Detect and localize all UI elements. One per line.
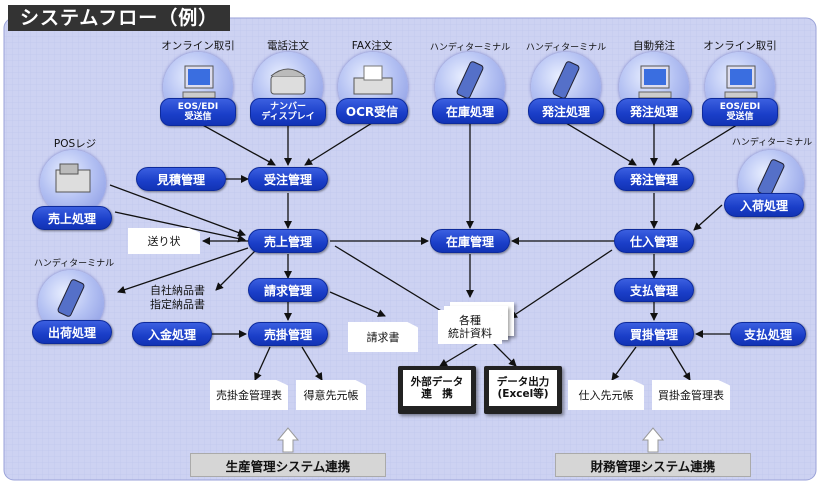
invoice-document: 請求書 xyxy=(348,322,418,352)
supplier-ledger-document: 仕入先元帳 xyxy=(568,380,644,410)
flow-arrows xyxy=(109,122,741,381)
payable-table-document: 買掛金管理表 xyxy=(652,380,730,410)
number-display-process[interactable]: ナンバー ディスプレイ xyxy=(250,98,326,126)
number-display-line2: ディスプレイ xyxy=(261,112,315,122)
estimate-mgmt-process[interactable]: 見積管理 xyxy=(136,167,226,191)
statistics-line1: 各種 xyxy=(459,314,481,327)
arrow-payable-to-table xyxy=(669,346,691,381)
arrow-receivable-to-table xyxy=(254,346,271,381)
arrow-payable-to-supplier-ledger xyxy=(611,346,637,381)
arrow-statistics-to-output xyxy=(491,341,517,367)
arrow-sales-to-statistics xyxy=(334,245,457,321)
receivable-mgmt-process[interactable]: 売掛管理 xyxy=(248,322,328,346)
label-pos-register: POSレジ xyxy=(53,138,97,150)
customer-ledger-document: 得意先元帳 xyxy=(296,380,366,410)
payment-mgmt-process[interactable]: 支払管理 xyxy=(614,278,694,302)
billing-mgmt-process[interactable]: 請求管理 xyxy=(248,278,328,302)
payment-process[interactable]: 支払処理 xyxy=(730,322,806,346)
external-data-line2: 連 携 xyxy=(421,388,453,400)
arrow-eos-to-order-receive xyxy=(198,122,276,166)
pos-register-icon xyxy=(40,150,106,216)
ocr-receive-process[interactable]: OCR受信 xyxy=(336,98,408,124)
eos-edi-right-line2: 受送信 xyxy=(726,112,754,122)
order-process-handy[interactable]: 発注処理 xyxy=(528,98,604,124)
label-online-order-left: オンライン取引 xyxy=(161,40,235,52)
arrow-eos-right-to-po xyxy=(671,122,741,166)
label-auto-order: 自動発注 xyxy=(633,40,675,52)
up-arrow-finance-icon xyxy=(641,427,665,453)
purchase-order-mgmt-process[interactable]: 発注管理 xyxy=(614,167,694,191)
number-display-line1: ナンバー xyxy=(269,102,306,112)
arrow-statistics-to-external xyxy=(439,341,481,367)
statistics-document: 各種 統計資料 xyxy=(438,310,502,344)
up-arrow-production-icon xyxy=(276,427,300,453)
label-handy-terminal-stock: ハンディターミナル xyxy=(429,43,511,53)
sales-process[interactable]: 売上処理 xyxy=(32,206,112,230)
arrow-purchase-to-statistics xyxy=(509,249,613,319)
diagram-title: システムフロー（例） xyxy=(8,5,230,31)
data-output-line1: データ出力 xyxy=(496,376,550,388)
label-handy-terminal-order: ハンディターミナル xyxy=(525,43,607,53)
external-data-monitor-icon: 外部データ 連 携 xyxy=(398,366,476,414)
arrow-handy-order-to-po xyxy=(565,122,637,166)
data-output-screen: データ出力 (Excel等) xyxy=(489,370,557,406)
eos-edi-right-process[interactable]: EOS/EDI 受送信 xyxy=(702,98,778,126)
purchase-mgmt-process[interactable]: 仕入管理 xyxy=(614,229,694,253)
payable-mgmt-process[interactable]: 買掛管理 xyxy=(614,322,694,346)
shipping-process[interactable]: 出荷処理 xyxy=(32,320,112,344)
label-phone-order: 電話注文 xyxy=(267,40,309,52)
data-output-line2: (Excel等) xyxy=(497,388,549,400)
sales-mgmt-process[interactable]: 売上管理 xyxy=(248,229,328,253)
eos-edi-left-line2: 受送信 xyxy=(184,112,212,122)
receivable-table-document: 売掛金管理表 xyxy=(210,380,288,410)
receiving-process[interactable]: 入荷処理 xyxy=(724,193,804,217)
production-system-link[interactable]: 生産管理システム連携 xyxy=(190,453,386,477)
eos-edi-right-line1: EOS/EDI xyxy=(719,102,761,112)
own-delivery-note-label: 自社納品書 xyxy=(150,284,205,297)
arrow-receivable-to-ledger xyxy=(301,346,323,381)
eos-edi-left-line1: EOS/EDI xyxy=(177,102,219,112)
arrow-sales-to-delivery-notes xyxy=(215,250,256,291)
designated-delivery-note-label: 指定納品書 xyxy=(150,298,205,311)
order-receive-mgmt-process[interactable]: 受注管理 xyxy=(248,167,328,191)
data-output-monitor-icon: データ出力 (Excel等) xyxy=(484,366,562,414)
label-online-order-right: オンライン取引 xyxy=(703,40,777,52)
arrow-ocr-to-order-receive xyxy=(304,122,373,166)
statistics-line2: 統計資料 xyxy=(448,327,492,340)
arrow-sales-to-shipping xyxy=(117,247,249,294)
diagram-panel xyxy=(3,17,817,481)
delivery-slip-document: 送り状 xyxy=(128,228,200,254)
label-handy-terminal-receiving: ハンディターミナル xyxy=(731,138,813,148)
arrow-pos-to-sales xyxy=(109,184,246,237)
inventory-mgmt-process[interactable]: 在庫管理 xyxy=(430,229,510,253)
arrow-billing-to-invoice xyxy=(329,291,386,317)
label-fax-order: FAX注文 xyxy=(351,40,393,52)
order-process-auto[interactable]: 発注処理 xyxy=(616,98,692,124)
external-data-line1: 外部データ xyxy=(410,376,464,388)
external-data-screen: 外部データ 連 携 xyxy=(403,370,471,406)
inventory-process[interactable]: 在庫処理 xyxy=(432,98,508,124)
deposit-process[interactable]: 入金処理 xyxy=(132,322,212,346)
arrow-sales-process-to-sales xyxy=(114,211,246,243)
finance-system-link[interactable]: 財務管理システム連携 xyxy=(555,453,751,477)
arrow-receiving-to-purchase xyxy=(693,204,723,231)
label-handy-terminal-shipping: ハンディターミナル xyxy=(33,259,115,269)
eos-edi-left-process[interactable]: EOS/EDI 受送信 xyxy=(160,98,236,126)
